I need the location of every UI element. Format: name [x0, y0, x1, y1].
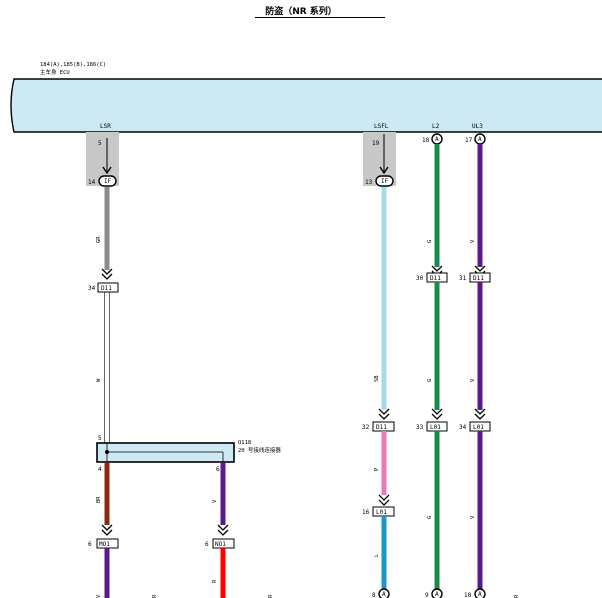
wire-code-v5: V	[96, 594, 102, 598]
wire-code-t2: R	[268, 594, 274, 598]
pin-31: 31	[459, 275, 467, 282]
wire-sky-blue	[381, 187, 387, 410]
connector-d11-v-label: D11	[473, 275, 484, 282]
junction-id: O118	[238, 440, 251, 446]
junction-name: 20 号接线连接器	[238, 446, 281, 454]
wire-violet-2	[477, 282, 483, 410]
wire-brown	[104, 463, 110, 525]
pin-lsr-5: 5	[98, 140, 102, 147]
ecu-box	[10, 78, 602, 133]
wire-violet-3	[477, 431, 483, 589]
connector-b8	[378, 588, 390, 598]
wire-code-t3: R	[514, 594, 520, 598]
connector-ul3-17-label: A	[478, 136, 482, 143]
pin-b-9: 9	[425, 592, 429, 598]
junction-dot	[105, 450, 109, 454]
arrow-lsfl	[379, 166, 389, 175]
wire-code-t1: R	[152, 594, 158, 598]
wire-code-g2: G	[427, 379, 433, 382]
terminal-ul3: UL3	[472, 123, 483, 130]
connector-b8-label: A	[382, 591, 386, 598]
pin-34-v: 34	[459, 424, 467, 431]
wire-green-3	[434, 431, 440, 589]
wire-code-g3: G	[427, 516, 433, 519]
ecu-name: 主车身 ECU	[40, 68, 70, 76]
wire-pink	[381, 431, 387, 495]
wire-green-2	[434, 282, 440, 410]
wire-code-br: BR	[96, 496, 102, 503]
wire-code-w: W	[96, 378, 102, 382]
wire-violet-junction	[220, 463, 226, 525]
pin-lsfl-13: 13	[365, 179, 373, 186]
wire-blue	[381, 516, 387, 590]
wire-green-1	[434, 144, 440, 267]
connector-arrow-lsr	[101, 268, 113, 280]
wire-code-v2: V	[470, 239, 476, 243]
connector-l01-b-label: L01	[430, 424, 441, 431]
page-title: 防盗（NR 系列）	[265, 7, 337, 17]
wire-violet-1	[477, 144, 483, 267]
pin-b-8: 8	[372, 592, 376, 598]
connector-arrow-brown	[101, 524, 113, 536]
connector-lsfl-13	[375, 175, 394, 187]
wire-code-v4: V	[470, 515, 476, 519]
wire-code-l: L	[374, 553, 380, 557]
connector-arrow-pink	[378, 494, 390, 506]
wire-code-p: P	[374, 467, 380, 471]
connector-l01-a-label: L01	[376, 509, 387, 516]
wire-red	[220, 548, 226, 598]
connector-b9-label: A	[435, 591, 439, 598]
arrow-lsr	[102, 166, 112, 175]
connector-arrow-g2	[431, 408, 443, 420]
pin-b-6a: 6	[88, 541, 92, 548]
pin-j-6: 6	[216, 466, 220, 473]
junction-connector	[96, 442, 235, 463]
pin-b-10: 10	[464, 592, 472, 598]
connector-mo1-label: MO1	[99, 541, 110, 548]
connector-d11-sb-label: D11	[376, 424, 387, 431]
ecu-refs: 184(A),185(B),186(C)	[40, 62, 106, 68]
terminal-lsr: LSR	[100, 123, 111, 130]
wire-code-sb: SB	[374, 375, 380, 382]
connector-b10-label: A	[478, 591, 482, 598]
wire-code-r: R	[212, 579, 218, 583]
wire-code-g1: G	[427, 240, 433, 243]
connector-arrow-violet	[217, 524, 229, 536]
connector-arrow-sb	[378, 408, 390, 420]
pin-j-5: 5	[98, 435, 102, 442]
pin-lsfl-19: 19	[372, 140, 380, 147]
pin-33: 33	[416, 424, 424, 431]
terminal-l2: L2	[432, 123, 440, 130]
wire-code-gr: GR	[96, 236, 102, 243]
wire-code-v1: V	[212, 499, 218, 503]
pin-lsr-14: 14	[88, 179, 96, 186]
pin-ul3-17: 17	[465, 137, 473, 144]
pin-j-4: 4	[98, 466, 102, 473]
pin-l2-18: 18	[422, 137, 430, 144]
connector-arrow-v2	[474, 408, 486, 420]
title-underline	[255, 17, 385, 18]
connector-l01-c-label: L01	[473, 424, 484, 431]
connector-lsr-14-label: IF	[104, 178, 112, 185]
connector-l2-18-label: A	[435, 136, 439, 143]
wire-code-v3: V	[470, 378, 476, 382]
connector-b10	[474, 588, 486, 598]
pin-30: 30	[416, 275, 424, 282]
connector-d11-lsr	[97, 282, 119, 293]
pin-32: 32	[362, 424, 370, 431]
connector-d11-g-label: D11	[430, 275, 441, 282]
connector-lsr-14	[98, 175, 117, 187]
terminal-lsfl: LSFL	[374, 123, 389, 130]
pin-b-6b: 6	[205, 541, 209, 548]
connector-d11-lsr-label: D11	[101, 285, 112, 292]
connector-b9	[431, 588, 443, 598]
connector-no1-label: NO1	[215, 541, 226, 548]
pin-34-lsr: 34	[88, 285, 96, 292]
pin-16: 16	[362, 509, 370, 516]
connector-lsfl-13-label: IF	[381, 178, 389, 185]
wire-violet-bottom-left	[104, 548, 110, 598]
wire-gray	[104, 187, 110, 270]
